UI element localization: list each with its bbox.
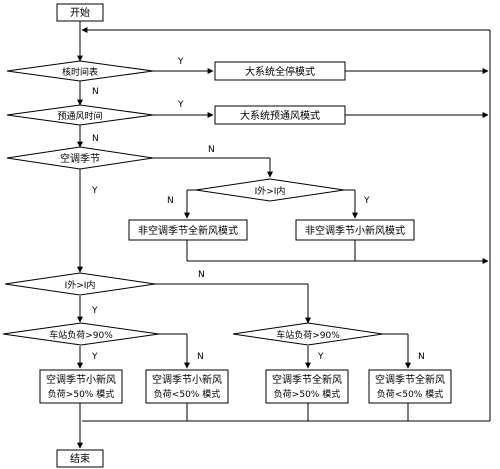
end-text: 结束 [70, 452, 90, 465]
start-text: 开始 [70, 6, 90, 19]
decision-prevent-text: 预通风时间 [57, 110, 102, 122]
process-ac-min-high: 空调季节小新风 负荷>50% 模式 [39, 369, 123, 404]
process-prevent-text: 大系统预通风模式 [240, 109, 320, 122]
label-n-compare-lower: N [198, 270, 205, 280]
process-full-stop-text: 大系统全停模式 [245, 65, 315, 78]
decision-load-left-text: 车站负荷>90% [49, 329, 113, 341]
process-ac-min-low: 空调季节小新风 负荷<50% 模式 [145, 369, 229, 404]
process-non-ac-min: 非空调季节小新风模式 [295, 219, 415, 241]
decision-schedule-text: 核时间表 [62, 66, 98, 78]
decision-load-right: 车站负荷>90% [232, 322, 384, 346]
process-ac-min-low-line1: 空调季节小新风 [152, 373, 222, 386]
decision-compare-upper: I外>I内 [195, 178, 345, 202]
end-terminal: 结束 [56, 449, 104, 468]
branch-labels: Y N Y N N Y N Y N Y Y N Y N [91, 57, 425, 362]
label-y-ac-season: Y [91, 186, 98, 196]
process-non-ac-full-text: 非空调季节全新风模式 [138, 224, 238, 237]
label-y-load-right: Y [317, 352, 324, 362]
decision-ac-season: 空调季节 [6, 146, 154, 170]
label-n-schedule: N [92, 87, 99, 97]
label-y-prevent: Y [177, 100, 184, 110]
label-n-prevent: N [92, 134, 99, 144]
label-n-compare-upper: N [167, 196, 174, 206]
process-ac-full-low-line2: 负荷<50% 模式 [377, 388, 443, 400]
decision-ac-season-text: 空调季节 [60, 152, 100, 165]
connectors [77, 21, 491, 449]
process-non-ac-full: 非空调季节全新风模式 [128, 219, 248, 241]
decision-load-right-text: 车站负荷>90% [276, 329, 340, 341]
label-n-load-left: N [197, 352, 204, 362]
start-terminal: 开始 [56, 3, 104, 22]
process-ac-full-high: 空调季节全新风 负荷>50% 模式 [265, 369, 349, 404]
process-prevent: 大系统预通风模式 [214, 105, 346, 125]
label-n-load-right: N [418, 352, 425, 362]
process-ac-full-low: 空调季节全新风 负荷<50% 模式 [368, 369, 452, 404]
process-ac-full-high-line1: 空调季节全新风 [272, 373, 342, 386]
label-y-schedule: Y [177, 57, 184, 67]
decision-compare-lower: I外>I内 [4, 272, 156, 296]
process-ac-min-low-line2: 负荷<50% 模式 [154, 388, 220, 400]
process-non-ac-min-text: 非空调季节小新风模式 [305, 224, 405, 237]
label-y-load-left: Y [91, 352, 98, 362]
label-y-compare-upper: Y [363, 196, 370, 206]
process-ac-full-low-line1: 空调季节全新风 [375, 373, 445, 386]
process-ac-min-high-line2: 负荷>50% 模式 [48, 388, 114, 400]
label-n-ac-season: N [208, 145, 215, 155]
process-ac-full-high-line2: 负荷>50% 模式 [274, 388, 340, 400]
decision-compare-upper-text: I外>I内 [255, 185, 286, 197]
decision-schedule: 核时间表 [6, 60, 154, 82]
decision-compare-lower-text: I外>I内 [65, 279, 96, 291]
decision-load-left: 车站负荷>90% [2, 322, 160, 346]
label-y-compare-lower: Y [91, 306, 98, 316]
decision-prevent: 预通风时间 [6, 104, 154, 126]
process-full-stop: 大系统全停模式 [214, 61, 346, 81]
process-ac-min-high-line1: 空调季节小新风 [46, 373, 116, 386]
